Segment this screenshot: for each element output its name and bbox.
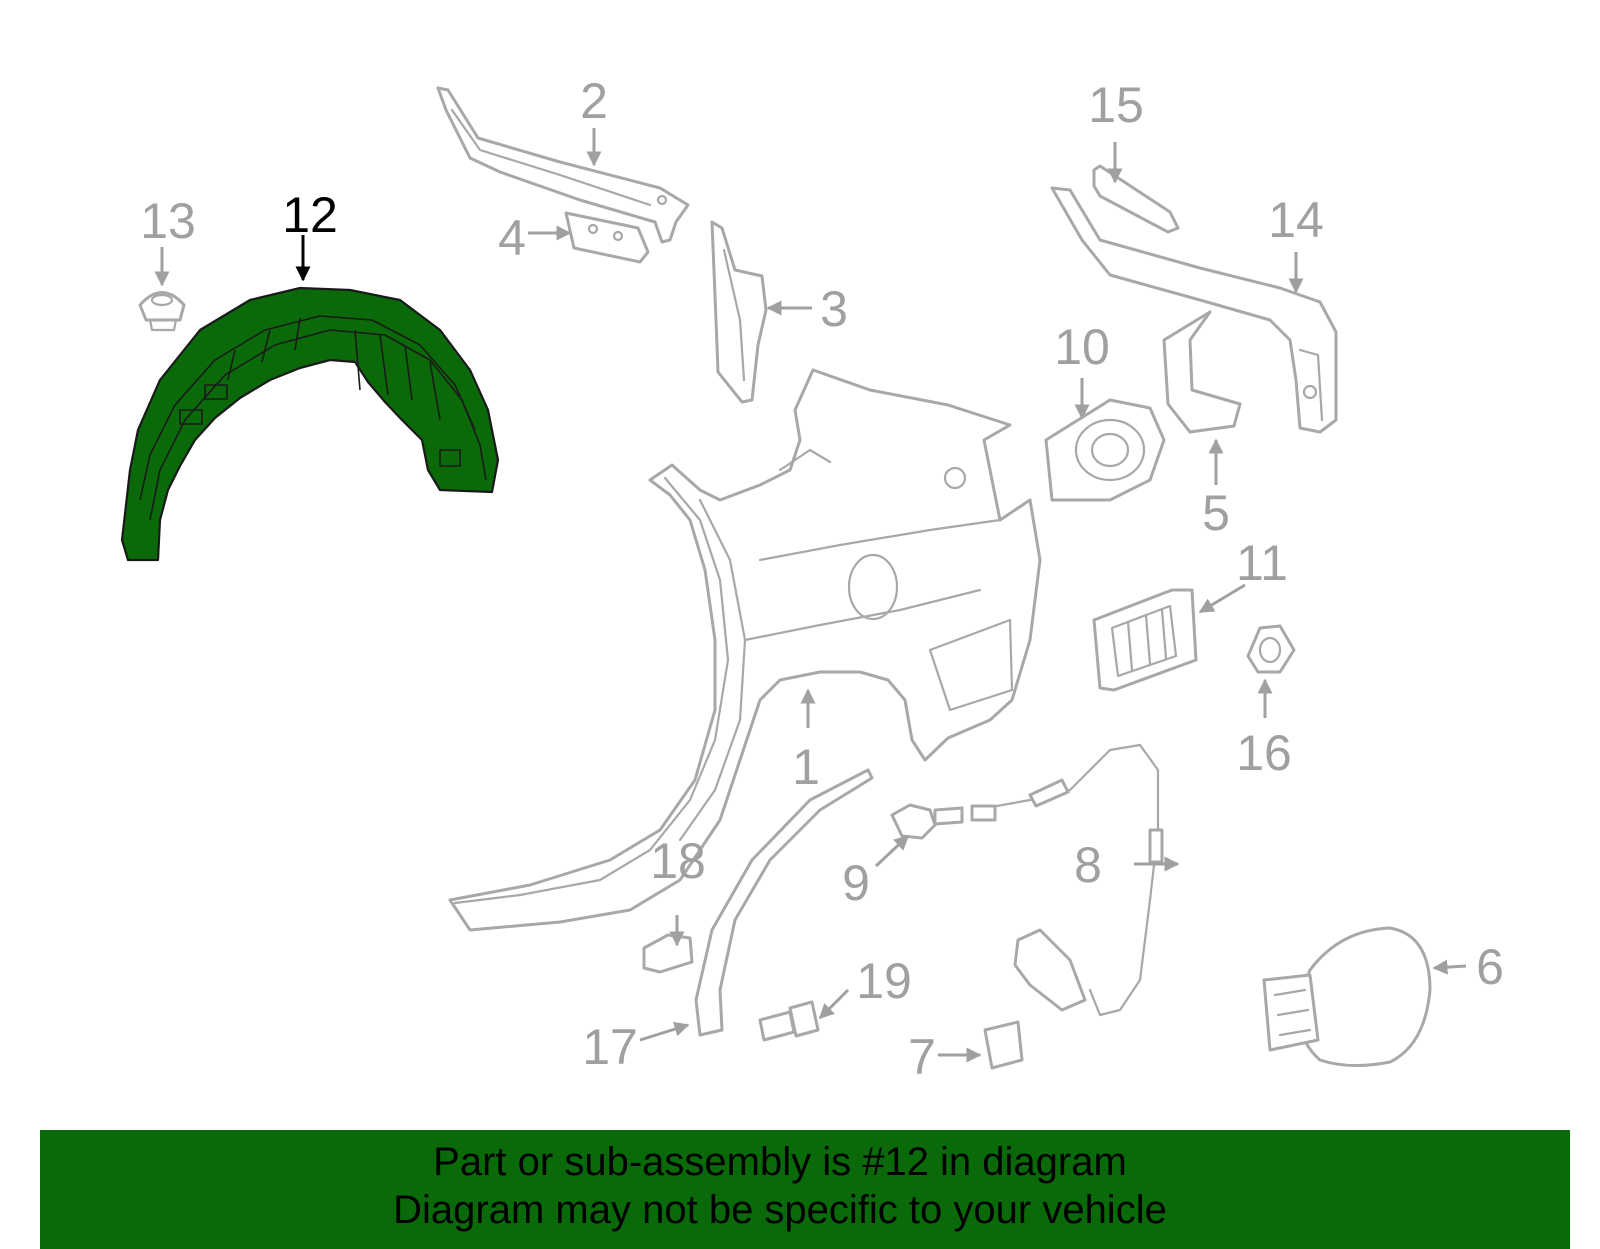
part-16-grommet[interactable] (1246, 624, 1296, 674)
callout-labels: 12 13 2 4 3 1 15 14 10 5 11 16 8 9 18 19… (140, 73, 1504, 1085)
part-12-wheelhouse-liner[interactable] (120, 286, 500, 562)
callout-15[interactable]: 15 (1088, 77, 1144, 133)
part-15-bracket[interactable] (1092, 164, 1180, 234)
callout-leaders (154, 128, 1467, 1063)
callout-5[interactable]: 5 (1202, 485, 1230, 541)
part-18-clip[interactable] (642, 933, 694, 974)
part-7-lock-actuator[interactable] (983, 928, 1087, 1070)
banner-line-disclaimer: Diagram may not be specific to your vehi… (393, 1188, 1167, 1232)
callout-10[interactable]: 10 (1054, 319, 1110, 375)
callout-7[interactable]: 7 (908, 1029, 936, 1085)
banner-line-part-number: Part or sub-assembly is #12 in diagram (433, 1140, 1127, 1184)
callout-14[interactable]: 14 (1268, 192, 1324, 248)
part-4-bracket[interactable] (564, 211, 650, 264)
part-3-pillar-extension[interactable] (710, 220, 768, 404)
callout-6[interactable]: 6 (1476, 939, 1504, 995)
callout-3[interactable]: 3 (820, 281, 848, 337)
callout-17[interactable]: 17 (582, 1019, 638, 1075)
part-14-inner-rail[interactable] (1050, 186, 1338, 434)
callout-9[interactable]: 9 (842, 855, 870, 911)
callout-18[interactable]: 18 (650, 833, 706, 889)
part-5-bracket[interactable] (1162, 310, 1242, 434)
part-9-connector[interactable] (890, 803, 997, 840)
part-17-strip[interactable] (694, 768, 874, 1037)
parts-diagram: 12 13 2 4 3 1 15 14 10 5 11 16 8 9 18 19… (120, 73, 1504, 1085)
callout-2[interactable]: 2 (580, 73, 608, 129)
callout-16[interactable]: 16 (1236, 725, 1292, 781)
callout-19[interactable]: 19 (856, 953, 912, 1009)
callout-12[interactable]: 12 (282, 187, 338, 243)
part-13-clip[interactable] (138, 291, 186, 332)
callout-8[interactable]: 8 (1074, 837, 1102, 893)
info-banner: Part or sub-assembly is #12 in diagram D… (40, 1130, 1570, 1249)
callout-4[interactable]: 4 (498, 210, 526, 266)
part-8-opener-cable[interactable] (973, 743, 1164, 1017)
part-1-quarter-panel[interactable] (448, 368, 1042, 932)
callout-11[interactable]: 11 (1236, 535, 1288, 591)
part-2-pillar-reinforcement[interactable] (436, 86, 690, 244)
callout-13[interactable]: 13 (140, 193, 196, 249)
part-6-fuel-door[interactable] (1262, 926, 1432, 1068)
part-10-filler-housing[interactable] (1044, 398, 1166, 502)
part-19-bolt[interactable] (758, 1000, 820, 1042)
part-11-fuel-door-housing[interactable] (1092, 588, 1198, 692)
callout-1[interactable]: 1 (792, 739, 820, 795)
